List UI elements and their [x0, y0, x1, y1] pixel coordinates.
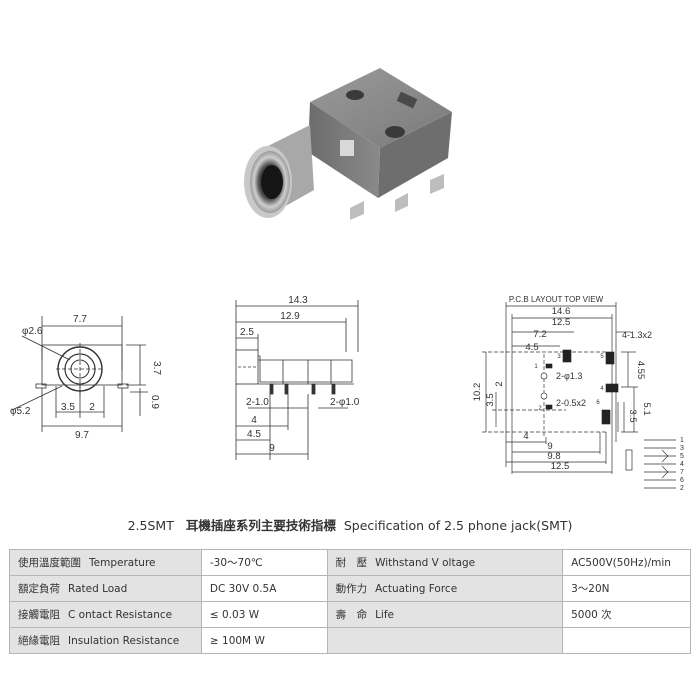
schematic-pin-label: 2: [680, 485, 684, 492]
front-dim-2: 2: [89, 402, 95, 413]
spec-empty-cell: [326, 627, 564, 654]
schematic-pin-label: 4: [680, 461, 684, 468]
spec-label: 額定負荷 Rated Load: [9, 575, 202, 602]
front-dim-left: φ5.2: [10, 406, 31, 417]
pcb-dim-35-left: 3.5: [485, 393, 496, 406]
spec-label-cn: 動作力: [335, 583, 368, 595]
side-view-drawing: 14.3 12.9 2.5 2-1.0 2-φ1.0 4 4.5 9: [235, 295, 360, 460]
spec-label-cn: 耐 壓: [335, 557, 368, 569]
caption-english: Specification of 2.5 phone jack(SMT): [343, 518, 573, 533]
pcb-dim-pads: 4-1.3x2: [622, 330, 652, 340]
side-dim-45: 4.5: [247, 429, 261, 440]
side-dim-pin-left: 2-1.0: [246, 397, 269, 408]
spec-value: ≥ 100M W: [200, 627, 328, 654]
pcb-pad-number: 3: [557, 354, 561, 360]
side-dim-129: 12.9: [280, 311, 300, 322]
side-dim-9: 9: [269, 443, 275, 454]
front-dim-top: 7.7: [73, 314, 87, 325]
schematic-pin-label: 6: [680, 477, 684, 484]
spec-label-cn: 接觸電阻: [18, 609, 60, 621]
pcb-dim-51: 5.1: [641, 402, 652, 415]
spec-value: ≤ 0.03 W: [200, 601, 328, 628]
pcb-dim-35-right: 3.5: [627, 409, 638, 422]
spec-label: 絕緣電阻 Insulation Resistance: [9, 627, 202, 654]
front-dim-right: 3.7: [151, 361, 162, 375]
spec-label: 耐 壓 Withstand V oltage: [326, 549, 564, 576]
front-view-drawing: 7.7 φ2.6 3.7 φ5.2 3.5 2 0.9 9.7: [10, 314, 162, 441]
pcb-dim-72: 7.2: [533, 329, 546, 340]
caption-model: 2.5SMT: [127, 518, 174, 533]
pcb-dim-125-bottom: 12.5: [551, 461, 570, 472]
pcb-dim-2-left: 2: [494, 381, 505, 386]
pcb-dim-98: 9.8: [547, 451, 560, 462]
pcb-dim-slot: 2-0.5x2: [556, 398, 586, 408]
spec-label-cn: 使用溫度範圍: [18, 557, 81, 569]
spec-label-en: Withstand V oltage: [375, 557, 476, 569]
front-dim-09: 0.9: [149, 395, 160, 409]
spec-value: 5000 次: [562, 601, 691, 628]
spec-label: 動作力 Actuating Force: [326, 575, 564, 602]
pcb-dim-45-top: 4.5: [525, 342, 538, 353]
table-row: 額定負荷 Rated Load DC 30V 0.5A 動作力 Actuating …: [9, 575, 691, 602]
spec-value: -30～70℃: [200, 549, 328, 576]
pcb-dim-9-bottom: 9: [547, 441, 552, 452]
spec-value: 3～20N: [562, 575, 691, 602]
side-dim-4: 4: [251, 415, 257, 426]
spec-label-en: Temperature: [89, 557, 156, 569]
schematic-pin-label: 1: [680, 437, 684, 444]
pcb-pad-number: 4: [600, 386, 604, 392]
table-row: 使用溫度範圍 Temperature -30～70℃ 耐 壓 Withstand V…: [9, 549, 691, 576]
spec-label-cn: 壽 命: [335, 609, 368, 621]
spec-label-en: C ontact Resistance: [68, 609, 173, 621]
pcb-layout-drawing: P.C.B LAYOUT TOP VIEW 14.6 12.5 7.2 4.5 …: [472, 295, 684, 492]
front-dim-bottom: 9.7: [75, 430, 89, 441]
schematic-pin-label: 5: [680, 453, 684, 460]
front-dim-hole: φ2.6: [22, 326, 43, 337]
spec-table: 使用溫度範圍 Temperature -30～70℃ 耐 壓 Withstand V…: [9, 549, 691, 654]
pcb-pad-number: 1: [534, 364, 538, 370]
product-photo: [244, 68, 452, 220]
spec-label-en: Life: [375, 609, 395, 621]
spec-label: 使用溫度範圍 Temperature: [9, 549, 202, 576]
pcb-dim-hole: 2-φ1.3: [556, 371, 582, 381]
side-dim-25: 2.5: [240, 327, 254, 338]
spec-label-cn: 額定負荷: [18, 583, 60, 595]
table-row: 接觸電阻 C ontact Resistance ≤ 0.03 W 壽 命 Life…: [9, 601, 691, 628]
pcb-dim-146: 14.6: [552, 306, 571, 317]
table-row: 絕緣電阻 Insulation Resistance ≥ 100M W: [9, 627, 691, 654]
caption-chinese: 耳機插座系列主要技術指標: [185, 518, 336, 533]
schematic-pin-label: 3: [680, 445, 684, 452]
spec-caption: 2.5SMT 耳機插座系列主要技術指標 Specification of 2.5…: [0, 515, 700, 534]
spec-empty-cell: [562, 627, 691, 654]
spec-label-en: Rated Load: [68, 583, 128, 595]
front-dim-35: 3.5: [61, 402, 75, 413]
pcb-title: P.C.B LAYOUT TOP VIEW: [509, 295, 604, 304]
pcb-dim-4-bottom: 4: [523, 431, 528, 442]
side-dim-pin-right: 2-φ1.0: [330, 397, 360, 408]
side-dim-143: 14.3: [288, 295, 308, 306]
spec-label: 接觸電阻 C ontact Resistance: [9, 601, 202, 628]
spec-value: AC500V(50Hz)/min: [562, 549, 691, 576]
spec-label: 壽 命 Life: [326, 601, 564, 628]
pcb-dim-455: 4.55: [635, 361, 646, 380]
spec-value: DC 30V 0.5A: [200, 575, 328, 602]
pcb-pad-number: 5: [600, 354, 604, 360]
spec-label-en: Actuating Force: [375, 583, 458, 595]
schematic-pin-label: 7: [680, 469, 684, 476]
pcb-dim-102: 10.2: [472, 383, 483, 402]
pcb-pad-number: 2: [538, 406, 542, 412]
pcb-dim-125-top: 12.5: [552, 317, 571, 328]
spec-label-en: Insulation Resistance: [68, 635, 180, 647]
pcb-pad-number: 6: [596, 400, 600, 406]
spec-label-cn: 絕緣電阻: [18, 635, 60, 647]
